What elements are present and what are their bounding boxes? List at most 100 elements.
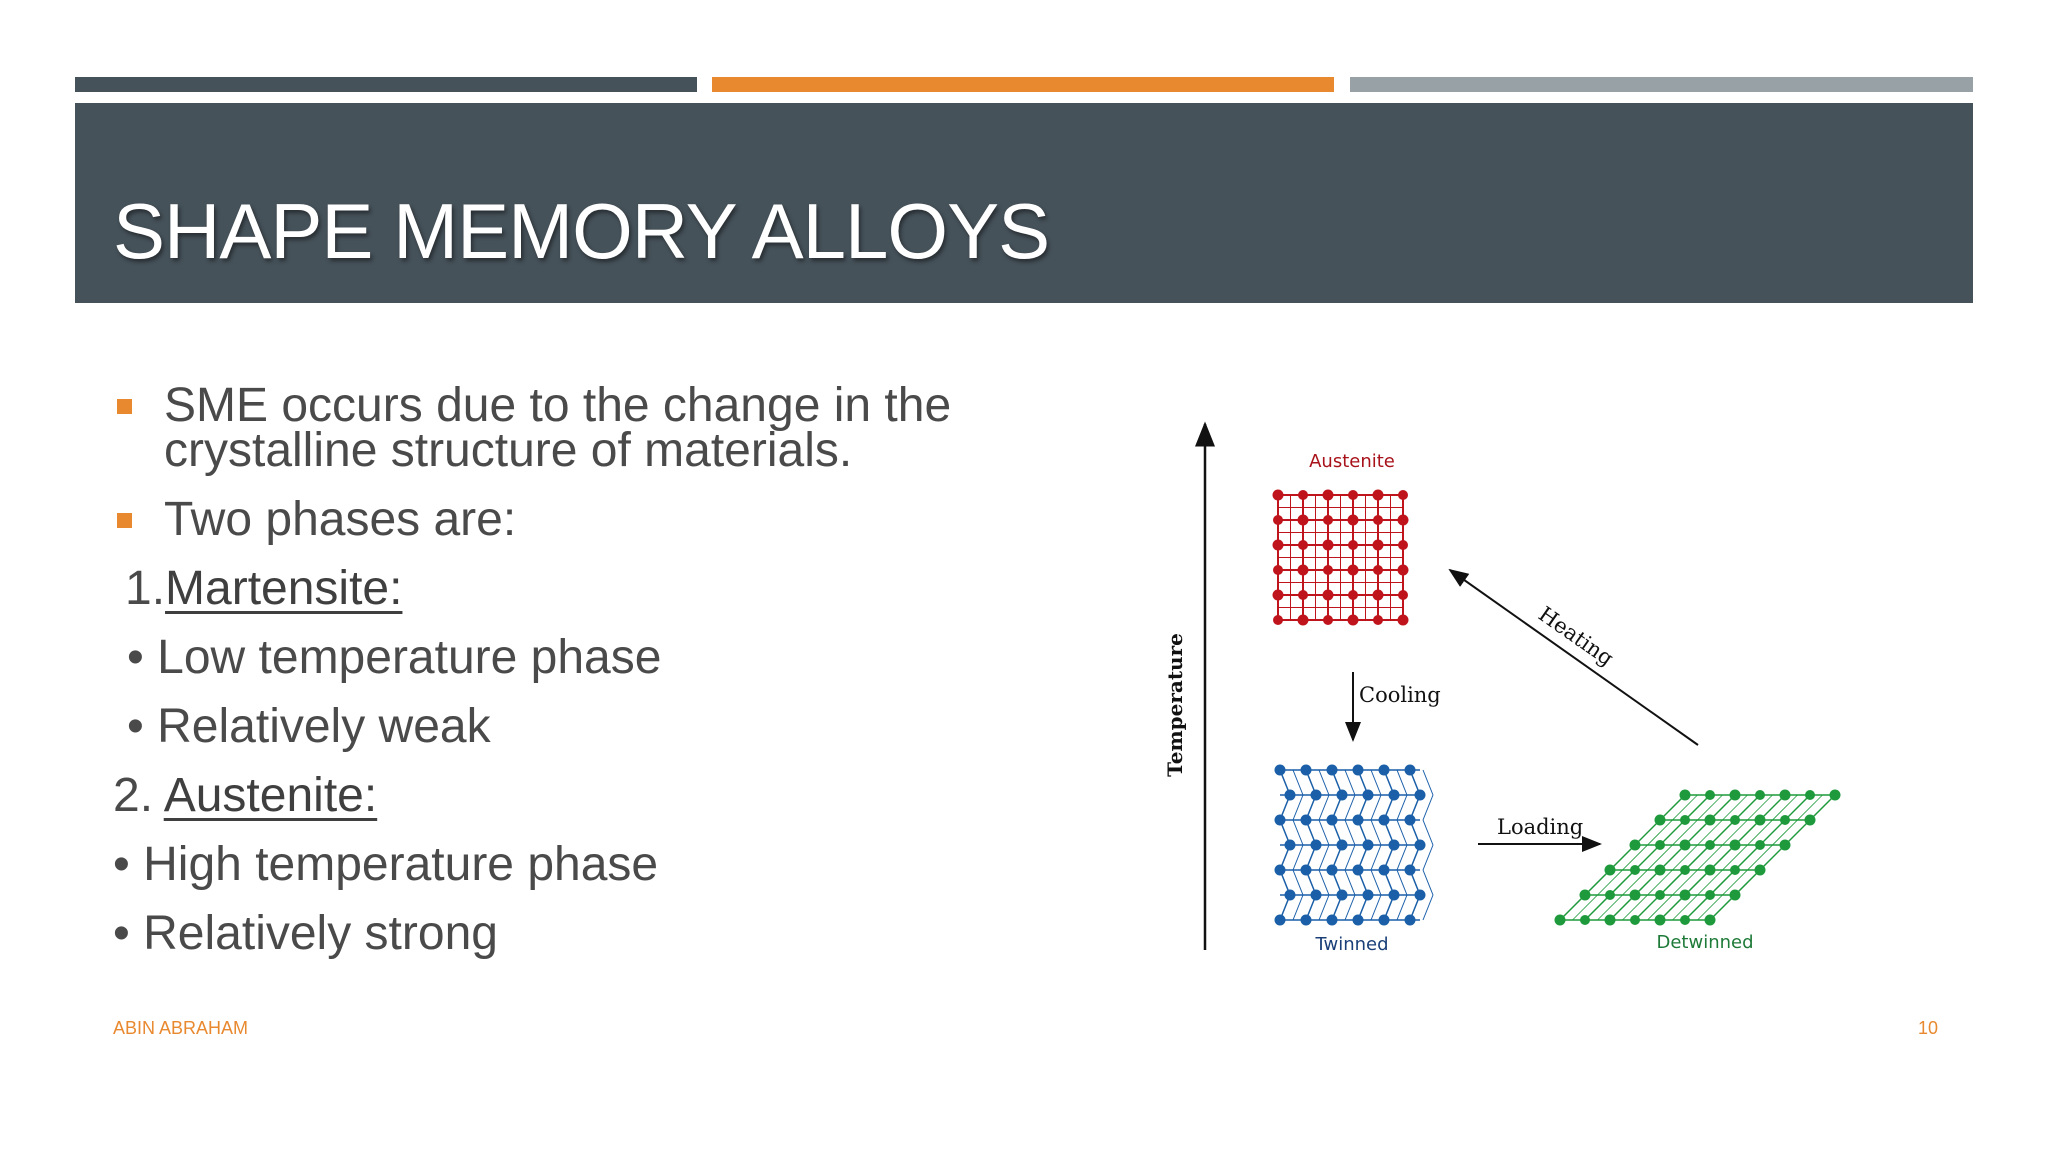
detwinned-atom — [1780, 815, 1790, 825]
square-bullet-icon — [117, 399, 132, 414]
austenite-atom — [1348, 490, 1358, 500]
detwinned-atom — [1755, 840, 1765, 850]
detwinned-atom — [1679, 839, 1691, 851]
detwinned-atom — [1704, 914, 1716, 926]
detwinned-atom — [1805, 790, 1815, 800]
austenite-atom — [1273, 565, 1283, 575]
bullet1-line1: SME occurs due to the change in the — [164, 379, 952, 432]
austenite-atom — [1323, 515, 1333, 525]
austenite-atom — [1273, 515, 1283, 525]
twinned-label: Twinned — [1314, 934, 1388, 955]
austenite-atom — [1372, 489, 1384, 501]
twinned-atom — [1310, 839, 1322, 851]
square-bullet-icon — [117, 513, 132, 528]
twinned-bond — [1292, 869, 1304, 896]
austenite-atom — [1272, 589, 1284, 601]
detwinned-bond — [1709, 794, 1836, 921]
twinned-bond — [1422, 894, 1434, 921]
twinned-bond — [1422, 819, 1434, 846]
twinned-atom — [1274, 864, 1286, 876]
austenite-atom — [1298, 540, 1308, 550]
twinned-atom — [1300, 764, 1312, 776]
detwinned-atom — [1630, 865, 1640, 875]
austenite-atom — [1347, 564, 1359, 576]
twinned-atom — [1414, 889, 1426, 901]
twinned-atom — [1388, 839, 1400, 851]
twinned-bond — [1370, 844, 1382, 871]
phase1-heading: 1.Martensite: — [125, 565, 402, 613]
detwinned-atom — [1779, 839, 1791, 851]
accent-bar-gray — [1350, 77, 1973, 92]
twinned-bond — [1396, 869, 1408, 896]
twinned-atom — [1404, 764, 1416, 776]
detwinned-atom — [1629, 889, 1641, 901]
twinned-bond — [1344, 894, 1356, 921]
twinned-atom — [1404, 814, 1416, 826]
detwinned-atom — [1654, 914, 1666, 926]
detwinned-atom — [1729, 839, 1741, 851]
twinned-atom — [1404, 864, 1416, 876]
twinned-bond — [1396, 819, 1408, 846]
austenite-atom — [1373, 515, 1383, 525]
twinned-atom — [1310, 889, 1322, 901]
twinned-atom — [1284, 789, 1296, 801]
detwinned-atom — [1730, 815, 1740, 825]
detwinned-atom — [1679, 789, 1691, 801]
twinned-bond — [1292, 844, 1304, 871]
austenite-atom — [1298, 490, 1308, 500]
austenite-atom — [1297, 614, 1309, 626]
twinned-bond — [1344, 844, 1356, 871]
twinned-bond — [1318, 894, 1330, 921]
twinned-atom — [1274, 814, 1286, 826]
detwinned-atom — [1679, 889, 1691, 901]
twinned-bond — [1318, 844, 1330, 871]
loading-label: Loading — [1497, 815, 1583, 839]
austenite-atom — [1398, 490, 1408, 500]
detwinned-atom — [1629, 839, 1641, 851]
detwinned-atom — [1705, 790, 1715, 800]
austenite-atom — [1273, 615, 1283, 625]
footer-page-number: 10 — [1918, 1018, 1939, 1038]
detwinned-atom — [1705, 890, 1715, 900]
twinned-atom — [1336, 839, 1348, 851]
detwinned-bond — [1634, 794, 1761, 921]
detwinned-bond — [1597, 794, 1723, 921]
twinned-bond — [1396, 894, 1408, 921]
twinned-atom — [1388, 789, 1400, 801]
twinned-bond — [1422, 844, 1434, 871]
detwinned-atom — [1729, 889, 1741, 901]
twinned-atom — [1362, 839, 1374, 851]
twinned-atom — [1352, 814, 1364, 826]
austenite-atom — [1347, 614, 1359, 626]
footer-author: ABIN ABRAHAM — [113, 1018, 249, 1038]
twinned-atom — [1310, 789, 1322, 801]
detwinned-bond — [1697, 794, 1823, 921]
twinned-bond — [1422, 869, 1434, 896]
austenite-atom — [1397, 564, 1409, 576]
austenite-atom — [1272, 489, 1284, 501]
twinned-bond — [1292, 794, 1304, 821]
twinned-atom — [1362, 889, 1374, 901]
austenite-lattice — [1272, 489, 1409, 626]
detwinned-atom — [1729, 789, 1741, 801]
detwinned-martensite-lattice — [1554, 789, 1841, 926]
heating-label: Heating — [1534, 602, 1618, 671]
austenite-atom — [1323, 615, 1333, 625]
twinned-atom — [1300, 914, 1312, 926]
austenite-atom — [1398, 540, 1408, 550]
twinned-bond — [1370, 794, 1382, 821]
accent-bar-dark — [75, 77, 697, 92]
detwinned-bond — [1684, 794, 1811, 921]
detwinned-bond — [1572, 794, 1698, 921]
twinned-atom — [1388, 889, 1400, 901]
austenite-atom — [1347, 514, 1359, 526]
heating-arrow — [1448, 568, 1699, 746]
austenite-atom — [1322, 589, 1334, 601]
temperature-axis-label: Temperature — [1163, 633, 1187, 777]
twinned-atom — [1336, 789, 1348, 801]
bullet1-line2: crystalline structure of materials. — [164, 424, 853, 477]
detwinned-atom — [1804, 814, 1816, 826]
accent-bar-orange — [712, 77, 1334, 92]
phase2-item1: • High temperature phase — [113, 838, 659, 891]
austenite-atom — [1397, 514, 1409, 526]
